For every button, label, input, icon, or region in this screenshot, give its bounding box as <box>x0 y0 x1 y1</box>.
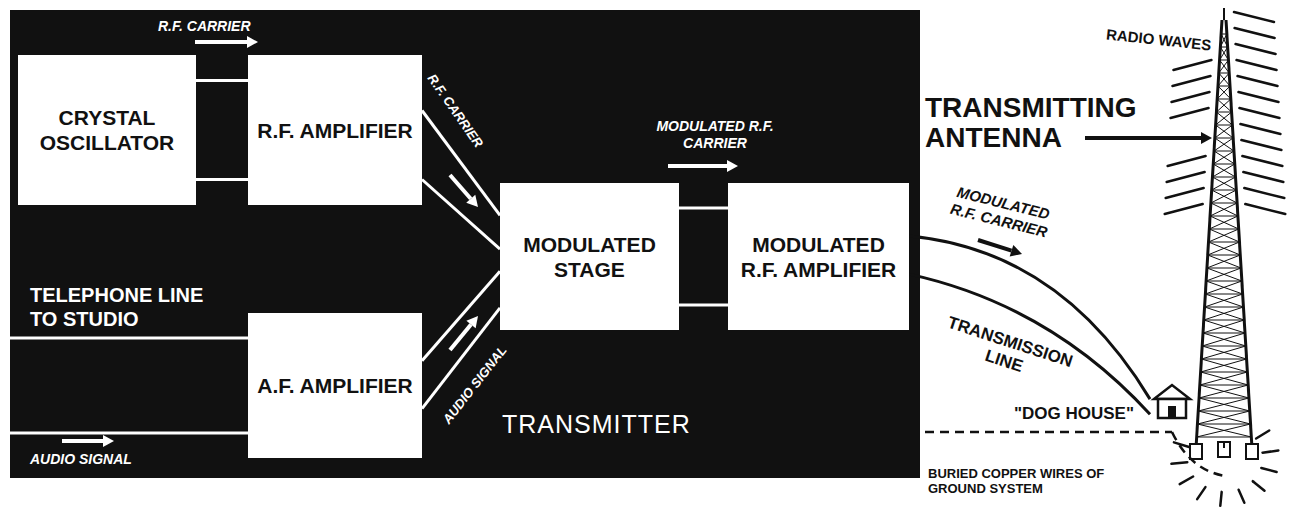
wire <box>679 206 728 209</box>
stage-box: MODULATED R.F. AMPLIFIER <box>728 183 909 330</box>
arrow-shaft <box>195 40 247 44</box>
signal-label: TRANSMISSION LINE <box>932 311 1081 394</box>
stage-label: A.F. AMPLIFIER <box>257 373 413 398</box>
tower-footing <box>1218 442 1230 457</box>
wire <box>909 274 1150 414</box>
tower-lattice <box>1196 8 1252 448</box>
line-label: TELEPHONE LINE TO STUDIO <box>30 283 210 331</box>
wire <box>679 304 728 307</box>
wire <box>196 79 248 82</box>
arrow-shaft <box>668 164 727 168</box>
antenna-illustration <box>1165 8 1286 506</box>
stage-label: R.F. AMPLIFIER <box>257 118 413 143</box>
signal-label: R.F. CARRIER <box>158 18 251 35</box>
stage-label: CRYSTAL OSCILLATOR <box>24 105 190 155</box>
stage-label: MODULATED R.F. AMPLIFIER <box>734 232 903 282</box>
direction-arrow <box>195 36 258 48</box>
arrow-shaft <box>450 324 471 350</box>
dog-house: "DOG HOUSE" <box>1150 382 1194 420</box>
stage-box: A.F. AMPLIFIER <box>248 313 422 458</box>
signal-label: AUDIO SIGNAL <box>438 341 512 430</box>
signal-label: R.F. CARRIER <box>420 65 490 156</box>
ground-radials <box>1171 430 1278 505</box>
audio-signal-arrow <box>62 435 114 447</box>
arrow-head <box>1010 245 1022 256</box>
antenna-label: TRANSMITTING ANTENNA <box>925 93 1173 153</box>
stage-box: CRYSTAL OSCILLATOR <box>18 55 196 205</box>
panel-title: TRANSMITTER <box>502 410 691 439</box>
antenna-pointer <box>1085 132 1212 144</box>
arrow-shaft <box>450 175 471 199</box>
signal-line <box>679 208 728 305</box>
direction-arrow <box>450 316 478 350</box>
signal-label: AUDIO SIGNAL <box>30 451 132 468</box>
arrow-head <box>727 160 738 172</box>
ground-label: BURIED COPPER WIRES OF GROUND SYSTEM <box>928 466 1108 496</box>
arrow-shaft <box>62 439 103 443</box>
signal-label: MODULATED R.F. CARRIER <box>648 118 782 152</box>
transmitter-panel <box>10 10 920 478</box>
signal-line <box>909 236 1150 414</box>
wire <box>196 178 248 181</box>
direction-arrow <box>450 175 478 207</box>
arrow-head <box>466 195 478 207</box>
arrow-head <box>103 435 114 447</box>
wave-label: RADIO WAVES <box>1105 26 1212 55</box>
arrow-head <box>1201 132 1212 144</box>
arrow-shaft <box>978 240 1012 251</box>
telephone-wires <box>10 338 248 433</box>
direction-arrow <box>668 160 738 172</box>
stage-label: MODULATED STAGE <box>506 232 673 282</box>
house-outline <box>1150 382 1194 420</box>
arrow-head <box>247 36 258 48</box>
stage-box: MODULATED STAGE <box>500 183 679 330</box>
house-label: "DOG HOUSE" <box>1014 404 1134 424</box>
arrow-shaft <box>1085 136 1201 140</box>
stage-box: R.F. AMPLIFIER <box>248 55 422 205</box>
wire <box>422 271 500 361</box>
arrow-head <box>466 316 478 328</box>
tower-center-leg <box>1223 442 1225 448</box>
signal-line <box>196 81 248 180</box>
tower-footing <box>1190 444 1202 459</box>
carrier-label: MODULATED R.F. CARRIER <box>942 181 1059 243</box>
tower-footing <box>1246 444 1258 459</box>
